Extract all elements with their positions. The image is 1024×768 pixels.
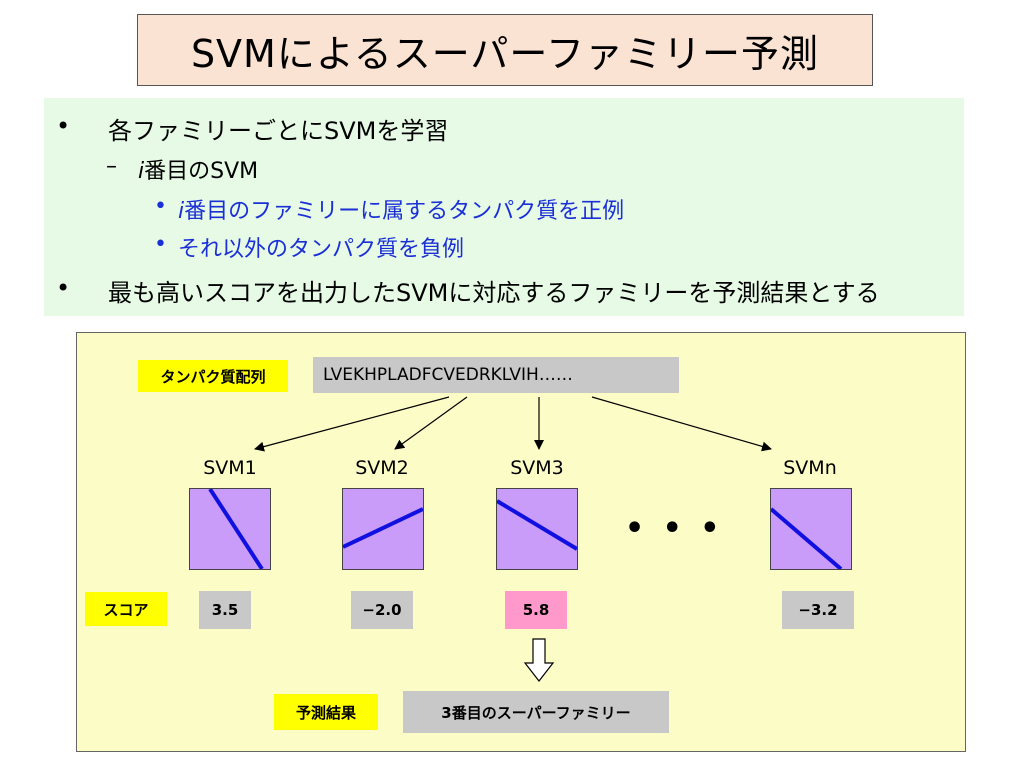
svm3-plot [495,488,579,570]
bullet-marker: • [56,112,71,140]
arrow-to-svmn [591,396,772,452]
svm1-plot [189,487,271,571]
svm3-score-highlight: 5.8 [505,591,567,629]
dash-marker: – [106,154,117,179]
svm1-boundary [208,487,264,571]
bullet-panel: • 各ファミリーごとにSVMを学習 – i番目のSVM • i番目のファミリーに… [44,98,964,316]
slide-title: SVMによるスーパーファミリー予測 [137,14,873,86]
svm2-score: −2.0 [351,591,413,629]
svmn-score: −3.2 [782,591,854,629]
svmn-plot [769,488,852,571]
svm-diagram: タンパク質配列 LVEKHPLADFCVEDRKLVIH…… SVM1 SVM2… [76,332,966,752]
down-arrow-icon [523,638,555,682]
italic-i: i [138,159,145,184]
bullet-marker: • [154,194,167,219]
result-value: 3番目のスーパーファミリー [403,691,669,733]
arrow-to-svm1 [254,396,450,452]
sequence-label: タンパク質配列 [138,360,288,392]
bullet-train-svm: 各ファミリーごとにSVMを学習 [108,117,449,145]
svm2-name: SVM2 [355,457,409,479]
bullet-positive: i番目のファミリーに属するタンパク質を正例 [178,193,624,225]
positive-text: 番目のファミリーに属するタンパク質を正例 [184,199,625,224]
bullet-negative: それ以外のタンパク質を負例 [178,237,465,262]
bullet-ith-svm: i番目のSVM [138,153,258,185]
ith-svm-text: 番目のSVM [144,159,259,184]
svm1-name: SVM1 [203,457,257,479]
italic-i: i [178,199,185,224]
sequence-value: LVEKHPLADFCVEDRKLVIH…… [313,357,679,393]
svmn-name: SVMn [783,457,837,479]
svm2-boundary [342,507,424,549]
arrow-to-svm2 [394,396,468,450]
ellipsis: • • • [625,511,724,546]
bullet-marker: • [154,232,167,257]
arrows-layer [254,396,772,682]
svmn-boundary [769,507,843,571]
score-label: スコア [85,592,167,626]
svm2-plot [342,488,424,570]
result-label: 予測結果 [274,694,378,730]
bullet-marker: • [56,274,71,302]
bullet-prediction: 最も高いスコアを出力したSVMに対応するファミリーを予測結果とする [108,279,880,307]
svm3-boundary [495,499,579,551]
svm1-score: 3.5 [199,591,251,629]
svm3-name: SVM3 [510,457,564,479]
